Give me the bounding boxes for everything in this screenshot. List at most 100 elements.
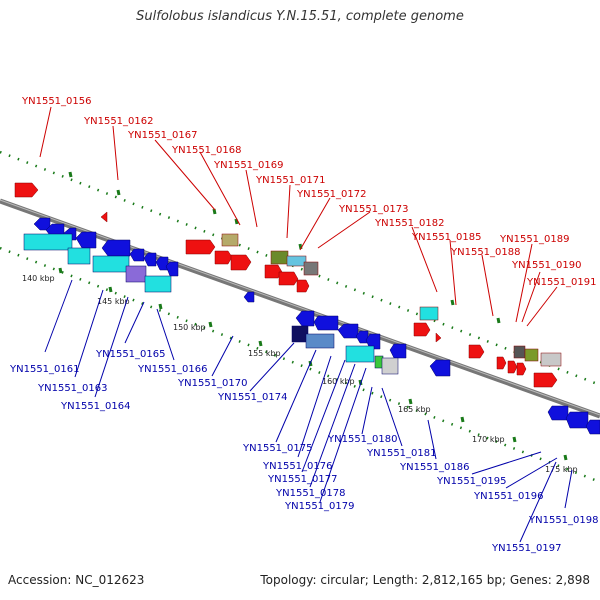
gene-box [381,357,399,375]
gene-label: YN1551_0196 [473,491,544,502]
gene-label: YN1551_0169 [213,160,284,171]
genome-backbone [0,198,600,419]
gene-arrow [413,322,431,337]
gene-label: YN1551_0174 [217,392,288,403]
gene-arrow [516,362,527,376]
gene-box [291,325,309,343]
gene-label: YN1551_0190 [511,260,582,271]
gene-arrow [243,291,255,303]
gene-arrow [533,372,558,388]
gene-arrow [100,211,108,223]
gene-box [513,345,526,359]
gene-label: YN1551_0161 [9,364,80,375]
gene-label: YN1551_0172 [296,189,367,200]
gene-box [67,247,91,265]
kbp-tick-label: 140 kbp [22,274,55,283]
gene-box [524,348,539,362]
page-title: Sulfolobus islandicus Y.N.15.51, complet… [136,9,464,24]
gene-box [345,345,375,363]
gene-label: YN1551_0195 [436,476,507,487]
gene-arrow [33,217,51,231]
gene-arrow [278,271,299,286]
gene-box [221,233,239,247]
gene-arrow [295,310,315,327]
gene-arrow [155,256,169,271]
genome-summary-text: Topology: circular; Length: 2,812,165 bp… [260,573,590,587]
bottom-label-leaders [44,279,573,543]
bottom-strand-genes [23,217,600,435]
gene-box [92,255,130,273]
gene-arrow [389,343,407,359]
kbp-tick-label: 165 kbp [398,405,431,414]
gene-box [419,306,439,321]
gene-label: YN1551_0177 [267,474,338,485]
gene-box [303,261,319,276]
gene-arrow [585,419,600,435]
gene-label: YN1551_0179 [284,501,355,512]
gene-label: YN1551_0166 [137,364,208,375]
gene-arrow [313,315,339,331]
gene-label: YN1551_0188 [450,247,521,258]
bottom-labels: YN1551_0161 YN1551_0163 YN1551_0164 YN15… [9,349,599,554]
gene-label: YN1551_0181 [366,448,437,459]
gene-label: YN1551_0197 [491,543,562,554]
kbp-tick-label: 175 kbp [545,465,578,474]
gene-label: YN1551_0176 [262,461,333,472]
top-strand-genes [14,182,562,388]
gene-label: YN1551_0186 [399,462,470,473]
gene-label: YN1551_0173 [338,204,409,215]
gene-label: YN1551_0165 [95,349,166,360]
gene-label: YN1551_0191 [526,277,597,288]
gene-label: YN1551_0164 [60,401,131,412]
gene-label: YN1551_0162 [83,116,154,127]
gene-box [540,352,562,367]
gene-label: YN1551_0171 [255,175,326,186]
gene-arrow [143,252,157,267]
gene-arrow [14,182,39,198]
gene-arrow [129,248,145,262]
gene-arrow [296,279,310,293]
kbp-tick-label: 150 kbp [173,323,206,332]
gene-label: YN1551_0170 [177,378,248,389]
genome-backbone-highlight [0,199,600,416]
gene-arrow [185,239,216,255]
kbp-tick-label: 160 kbp [322,377,355,386]
gene-box [23,233,73,251]
gene-label: YN1551_0185 [411,232,482,243]
outer-tick-track [0,150,600,387]
gene-label: YN1551_0163 [37,383,108,394]
gene-box [125,265,147,283]
gene-label: YN1551_0180 [327,434,398,445]
gene-label: YN1551_0168 [171,145,242,156]
gene-label: YN1551_0182 [374,218,445,229]
top-labels: YN1551_0156 YN1551_0162 YN1551_0167 YN15… [21,96,597,288]
gene-box [270,250,289,265]
gene-box [286,255,307,267]
gene-arrow [547,405,569,421]
kbp-tick-label: 170 kbp [472,435,505,444]
gene-arrow [165,261,179,277]
kbp-tick-label: 155 kbp [248,349,281,358]
gene-arrow [429,359,451,377]
gene-arrow [75,231,97,249]
gene-arrow [101,239,131,257]
gene-box [144,275,172,293]
gene-box [305,333,335,349]
gene-label: YN1551_0175 [242,443,313,454]
gene-arrow [565,411,589,429]
gene-arrow [507,360,518,374]
kbp-tick-label: 145 kbp [97,297,130,306]
gene-arrow [468,344,485,359]
gene-arrow [337,323,359,339]
gene-label: YN1551_0178 [275,488,346,499]
gene-label: YN1551_0167 [127,130,198,141]
accession-text: Accession: NC_012623 [8,573,145,587]
gene-label: YN1551_0198 [528,515,599,526]
gene-arrow [214,250,233,265]
gene-label: YN1551_0189 [499,234,570,245]
inner-major-ticks [58,267,568,461]
gene-arrow [496,356,507,370]
gene-label: YN1551_0156 [21,96,92,107]
top-label-leaders [39,106,558,327]
